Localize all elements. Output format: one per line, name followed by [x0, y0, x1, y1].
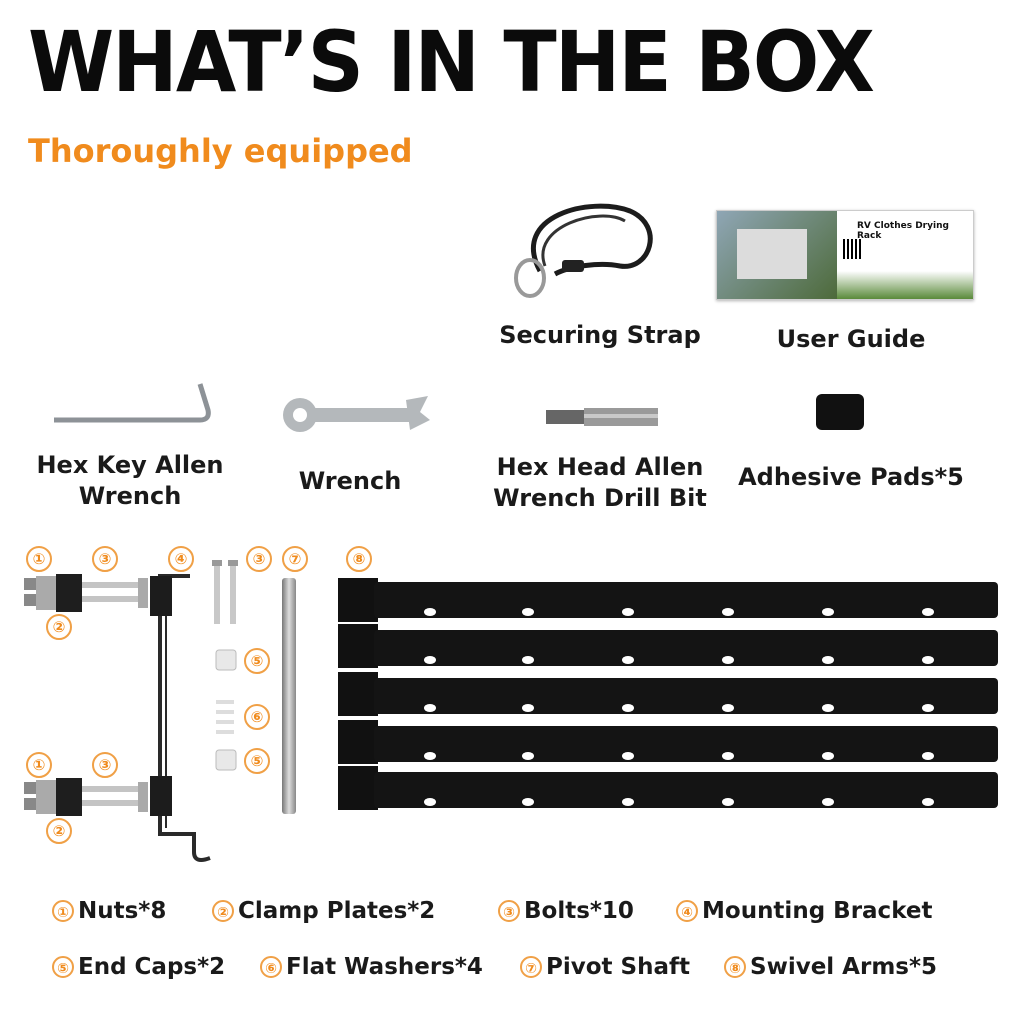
wrench-image — [283, 396, 430, 432]
wrench-label: Wrench — [298, 467, 402, 495]
legend-mounting-bracket: ④ Mounting Bracket — [676, 898, 932, 924]
hex-key-image — [54, 383, 211, 423]
legend-pivot-shaft: ⑦ Pivot Shaft — [520, 954, 690, 980]
drill-bit-label-line1: Hex Head Allen — [496, 453, 704, 481]
marker-1-bottom: ① — [26, 752, 52, 778]
securing-strap-image — [514, 203, 653, 298]
securing-strap-label: Securing Strap — [499, 321, 701, 349]
legend-bolts-label: Bolts*10 — [524, 898, 634, 924]
swivel-arm-3 — [338, 672, 998, 716]
legend-clamp-plates-label: Clamp Plates*2 — [238, 898, 436, 924]
drill-bit-label-line2: Wrench Drill Bit — [493, 484, 707, 513]
marker-2-top: ② — [46, 614, 72, 640]
drill-bit-label: Hex Head Allen Wrench Drill Bit — [490, 452, 710, 514]
marker-3-bolts: ③ — [246, 546, 272, 572]
swivel-arm-4 — [338, 720, 998, 764]
legend-marker-2: ② — [212, 900, 234, 922]
user-guide-label: User Guide — [776, 325, 926, 353]
marker-4: ④ — [168, 546, 194, 572]
marker-2-bottom: ② — [46, 818, 72, 844]
marker-1-top: ① — [26, 546, 52, 572]
legend-nuts: ① Nuts*8 — [52, 898, 166, 924]
legend-swivel-arms: ⑧ Swivel Arms*5 — [724, 954, 937, 980]
user-guide-image: RV Clothes Drying Rack — [716, 210, 974, 300]
marker-6: ⑥ — [244, 704, 270, 730]
legend-swivel-arms-label: Swivel Arms*5 — [750, 954, 938, 980]
pivot-shaft-image — [282, 578, 296, 814]
legend-nuts-label: Nuts*8 — [78, 898, 167, 924]
legend-bolts: ③ Bolts*10 — [498, 898, 634, 924]
legend-marker-1: ① — [52, 900, 74, 922]
adhesive-pad-image — [816, 394, 864, 430]
marker-7: ⑦ — [282, 546, 308, 572]
marker-3-top: ③ — [92, 546, 118, 572]
clamp-hardware-bottom-image — [24, 778, 148, 816]
user-guide-card-title: RV Clothes Drying Rack — [857, 221, 949, 241]
swivel-arm-2 — [338, 624, 998, 668]
legend-pivot-shaft-label: Pivot Shaft — [546, 954, 690, 980]
swivel-arm-5 — [338, 766, 998, 810]
legend-end-caps: ⑤ End Caps*2 — [52, 954, 225, 980]
clamp-hardware-top-image — [24, 574, 148, 612]
hex-key-label-line2: Wrench — [78, 482, 182, 511]
marker-5-bottom: ⑤ — [244, 748, 270, 774]
page-subtitle: Thoroughly equipped — [28, 132, 413, 170]
marker-3-bottom: ③ — [92, 752, 118, 778]
adhesive-pads-label: Adhesive Pads*5 — [738, 463, 964, 491]
legend-marker-6: ⑥ — [260, 956, 282, 978]
legend-flat-washers-label: Flat Washers*4 — [286, 954, 483, 980]
legend-marker-5: ⑤ — [52, 956, 74, 978]
legend-flat-washers: ⑥ Flat Washers*4 — [260, 954, 483, 980]
drill-bit-image — [546, 408, 658, 426]
legend-marker-3: ③ — [498, 900, 520, 922]
legend-end-caps-label: End Caps*2 — [78, 954, 226, 980]
marker-8: ⑧ — [346, 546, 372, 572]
hex-key-label: Hex Key Allen Wrench — [30, 450, 230, 512]
marker-5-top: ⑤ — [244, 648, 270, 674]
swivel-arm-1 — [338, 578, 998, 622]
hex-key-label-line1: Hex Key Allen — [36, 451, 224, 479]
legend-clamp-plates: ② Clamp Plates*2 — [212, 898, 435, 924]
legend-marker-8: ⑧ — [724, 956, 746, 978]
mounting-bracket-image — [150, 574, 211, 862]
legend-marker-4: ④ — [676, 900, 698, 922]
legend-marker-7: ⑦ — [520, 956, 542, 978]
swivel-arms-image — [338, 578, 998, 810]
small-parts-image — [212, 560, 238, 771]
page-title: WHAT’S IN THE BOX — [28, 13, 875, 111]
legend-mounting-bracket-label: Mounting Bracket — [702, 898, 933, 924]
